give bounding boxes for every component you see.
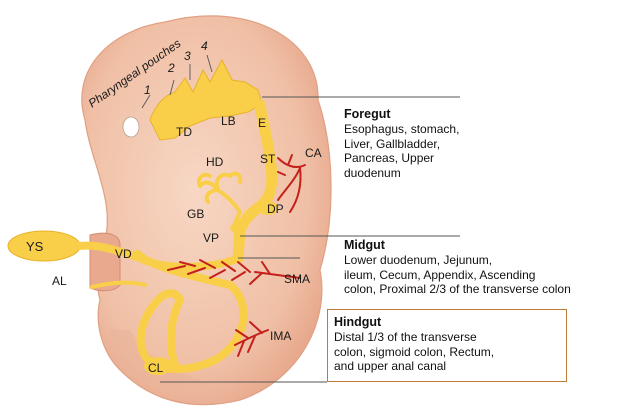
foregut-panel: Foregut Esophagus, stomach, Liver, Gallb… [344, 107, 534, 180]
label-pouch-1: 1 [144, 83, 151, 97]
label-cl: CL [148, 361, 164, 375]
optic-placode [123, 117, 139, 137]
label-pouch-4: 4 [201, 39, 208, 53]
label-sma: SMA [284, 272, 310, 286]
label-gb: GB [187, 207, 204, 221]
label-td: TD [176, 125, 192, 139]
label-dp: DP [267, 202, 284, 216]
label-ys: YS [26, 239, 44, 254]
foregut-title: Foregut [344, 107, 534, 122]
yolk-sac [8, 231, 80, 261]
label-al: AL [52, 274, 67, 288]
label-hd: HD [206, 155, 224, 169]
label-lb: LB [221, 114, 236, 128]
label-ima: IMA [270, 329, 291, 343]
hindgut-title: Hindgut [334, 315, 566, 330]
label-e: E [258, 116, 266, 130]
midgut-title: Midgut [344, 238, 636, 253]
hindgut-text: Distal 1/3 of the transverse colon, sigm… [334, 330, 566, 374]
label-vd: VD [115, 247, 132, 261]
label-vp: VP [203, 231, 219, 245]
label-st: ST [260, 152, 276, 166]
label-pouch-2: 2 [167, 61, 175, 75]
ventral-pancreas [231, 222, 245, 234]
foregut-text: Esophagus, stomach, Liver, Gallbladder, … [344, 122, 534, 180]
hindgut-panel: Hindgut Distal 1/3 of the transverse col… [327, 309, 567, 382]
label-ca: CA [305, 146, 322, 160]
label-pouch-3: 3 [184, 49, 191, 63]
midgut-text: Lower duodenum, Jejunum, ileum, Cecum, A… [344, 253, 636, 297]
midgut-panel: Midgut Lower duodenum, Jejunum, ileum, C… [344, 238, 636, 297]
